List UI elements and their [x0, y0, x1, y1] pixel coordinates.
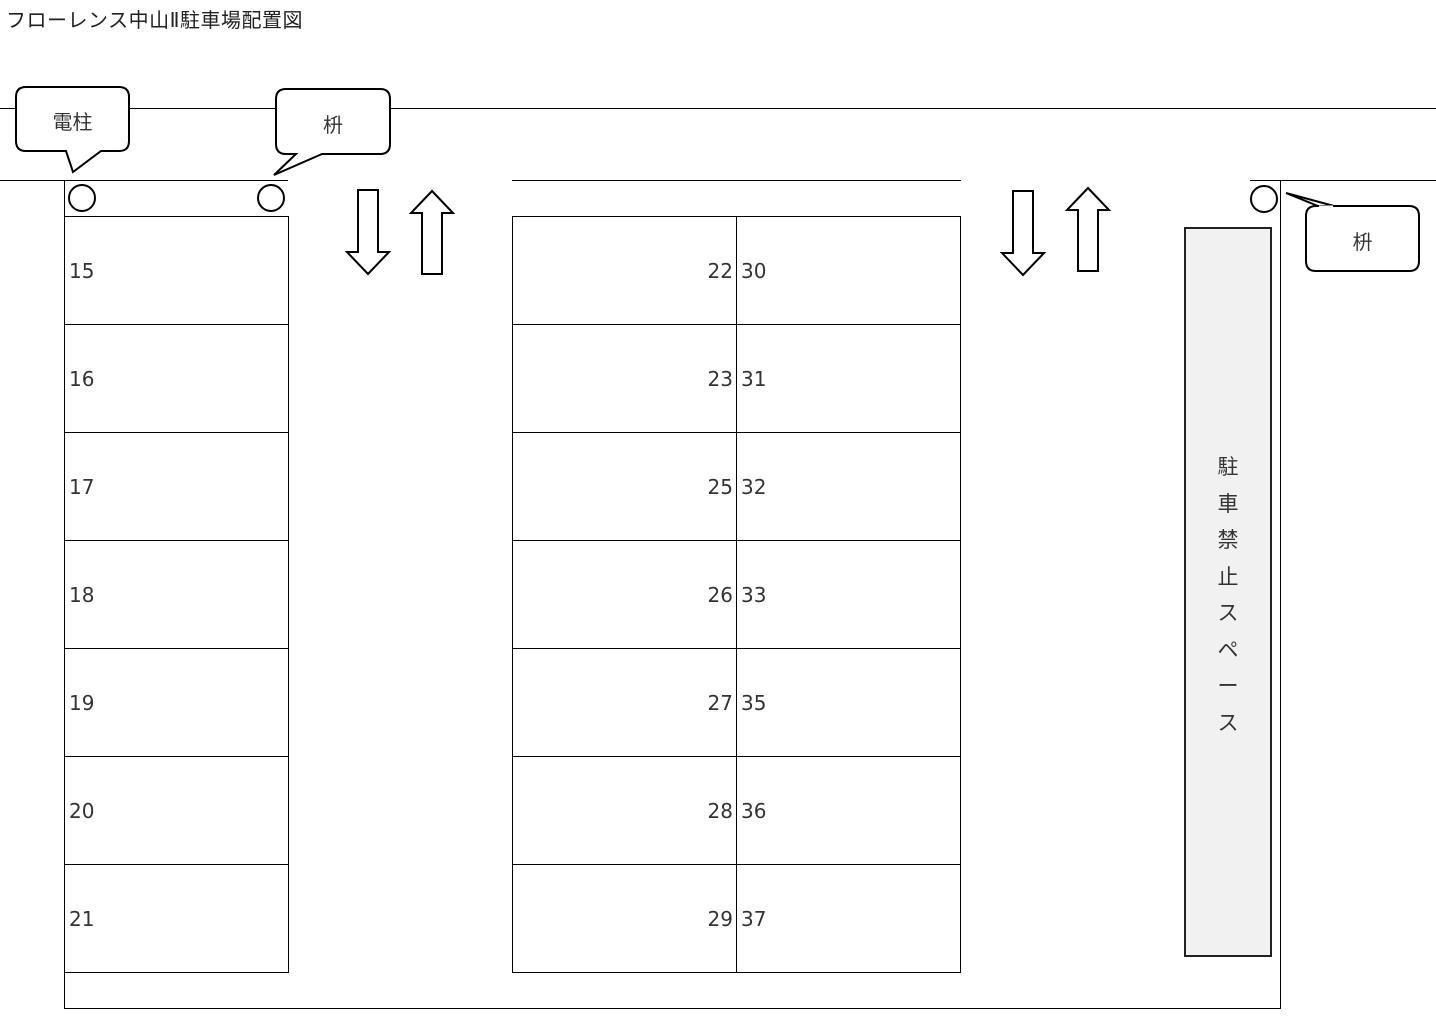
- no-parking-char: ペ: [1217, 637, 1239, 662]
- no-parking-char: ス: [1217, 710, 1239, 735]
- parking-slot-number: 23: [707, 366, 733, 391]
- parking-slot-number: 19: [69, 690, 95, 715]
- parking-slot-number: 25: [707, 474, 733, 499]
- parking-slot: 23: [512, 324, 737, 433]
- parking-slot: 19: [64, 648, 289, 757]
- up-arrow-icon: [1064, 186, 1112, 272]
- lot-boundary-bottom: [64, 1008, 1281, 1009]
- parking-slot-number: 33: [741, 582, 767, 607]
- no-parking-space: 駐車禁止スペース: [1184, 227, 1272, 957]
- parking-slot-number: 21: [69, 906, 95, 931]
- no-parking-char: 禁: [1217, 528, 1239, 552]
- parking-slot-number: 22: [707, 258, 733, 283]
- parking-slot-number: 32: [741, 474, 767, 499]
- parking-slot: 25: [512, 432, 737, 541]
- parking-slot: 17: [64, 432, 289, 541]
- boundary-line-right: [1250, 180, 1436, 181]
- basin-left-callout-bubble: [273, 88, 391, 176]
- parking-slot: 27: [512, 648, 737, 757]
- no-parking-char: 駐: [1217, 455, 1239, 479]
- no-parking-char: 車: [1217, 491, 1239, 516]
- parking-slot-number: 18: [69, 582, 95, 607]
- lot-boundary-right: [1280, 180, 1281, 1009]
- page-title: フローレンス中山Ⅱ駐車場配置図: [6, 8, 303, 32]
- parking-slot-number: 36: [741, 798, 767, 823]
- basin-right-callout-pointer: [1285, 192, 1335, 207]
- basin-marker-right: [1250, 185, 1278, 213]
- boundary-line-left: [0, 180, 288, 181]
- parking-slot: 28: [512, 756, 737, 865]
- parking-slot-number: 29: [707, 906, 733, 931]
- no-parking-char: ス: [1217, 601, 1239, 625]
- parking-slot-number: 15: [69, 258, 95, 283]
- basin-left-callout-label: 枡: [323, 113, 343, 137]
- up-arrow-icon: [408, 189, 456, 275]
- basin-marker-left: [257, 184, 285, 212]
- parking-slot-number: 27: [707, 690, 733, 715]
- parking-slot-number: 26: [707, 582, 733, 607]
- parking-slot-number: 37: [741, 906, 767, 931]
- no-parking-char: 止: [1217, 564, 1239, 589]
- parking-slot-number: 17: [69, 474, 95, 499]
- utility-pole-marker: [68, 184, 96, 212]
- parking-slot: 15: [64, 216, 289, 325]
- parking-slot: 35: [736, 648, 961, 757]
- basin-right-callout-label: 枡: [1352, 230, 1373, 254]
- no-parking-char: ー: [1217, 674, 1239, 698]
- parking-slot: 32: [736, 432, 961, 541]
- road-line-top: [0, 108, 1436, 109]
- pole-callout-bubble: [15, 86, 130, 174]
- parking-slot: 29: [512, 864, 737, 973]
- boundary-line-middle: [512, 180, 961, 181]
- parking-slot: 37: [736, 864, 961, 973]
- parking-slot-number: 35: [741, 690, 767, 715]
- parking-slot: 21: [64, 864, 289, 973]
- no-parking-label: 駐車禁止スペース: [1186, 449, 1270, 741]
- parking-slot-number: 31: [741, 366, 767, 391]
- parking-slot: 26: [512, 540, 737, 649]
- down-arrow-icon: [999, 190, 1047, 277]
- pole-callout-label: 電柱: [52, 110, 93, 134]
- parking-slot-number: 28: [707, 798, 733, 823]
- parking-slot-number: 30: [741, 258, 767, 283]
- parking-slot: 18: [64, 540, 289, 649]
- down-arrow-icon: [344, 189, 392, 276]
- parking-slot-number: 20: [69, 798, 95, 823]
- parking-slot: 30: [736, 216, 961, 325]
- parking-slot-number: 16: [69, 366, 95, 391]
- basin-right-callout-bubble: [1305, 205, 1420, 272]
